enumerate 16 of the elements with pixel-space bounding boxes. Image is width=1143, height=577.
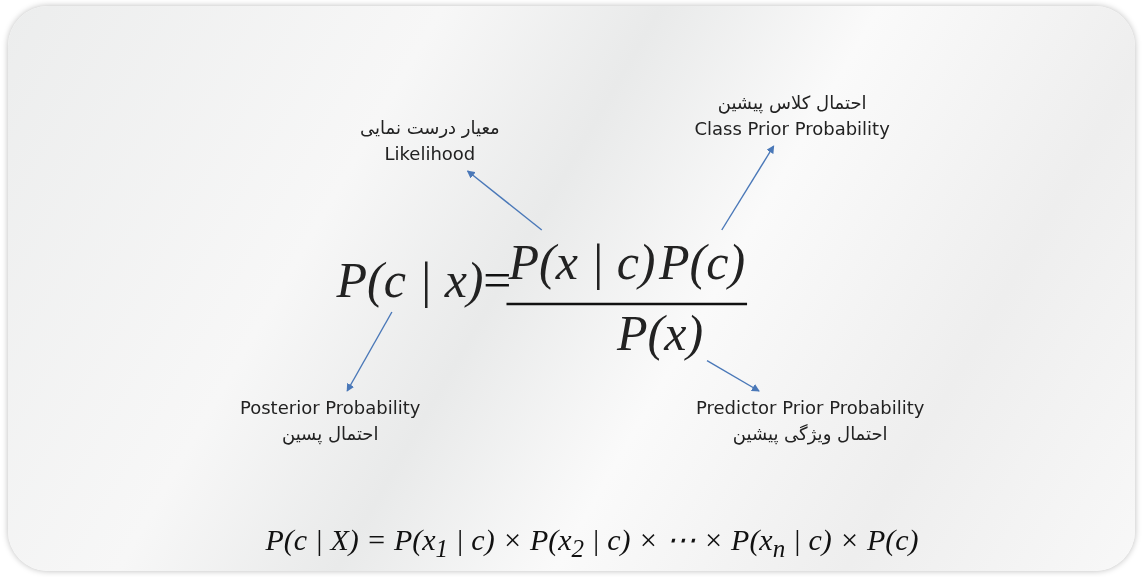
- annotation-text: احتمال کلاس پیشین: [716, 91, 868, 116]
- arrow: [346, 311, 393, 392]
- annotation-text: Likelihood: [383, 142, 477, 166]
- formula-term: P(c): [659, 234, 746, 290]
- formula-text: P(c | X) = P(x$_{1}$ | c) × P(x$_{2}$ | c) × ⋯ × P(x$_{n}$ | c) × P(c): [265, 522, 919, 563]
- arrow: [706, 359, 760, 392]
- arrow: [721, 145, 775, 231]
- arrow: [466, 170, 543, 231]
- formula-term: P(c | x): [336, 252, 484, 308]
- formula-term: P(x): [617, 305, 704, 361]
- annotation-text: Class Prior Probability: [694, 117, 890, 141]
- annotation-text: احتمال ویژگی پیشین: [731, 422, 889, 447]
- annotation-text: احتمال پسین: [281, 422, 380, 447]
- annotation-text: Posterior Probability: [240, 396, 421, 420]
- annotation-text: معیار درست نمایی: [360, 116, 500, 140]
- annotation-text: Predictor Prior Probability: [696, 396, 925, 420]
